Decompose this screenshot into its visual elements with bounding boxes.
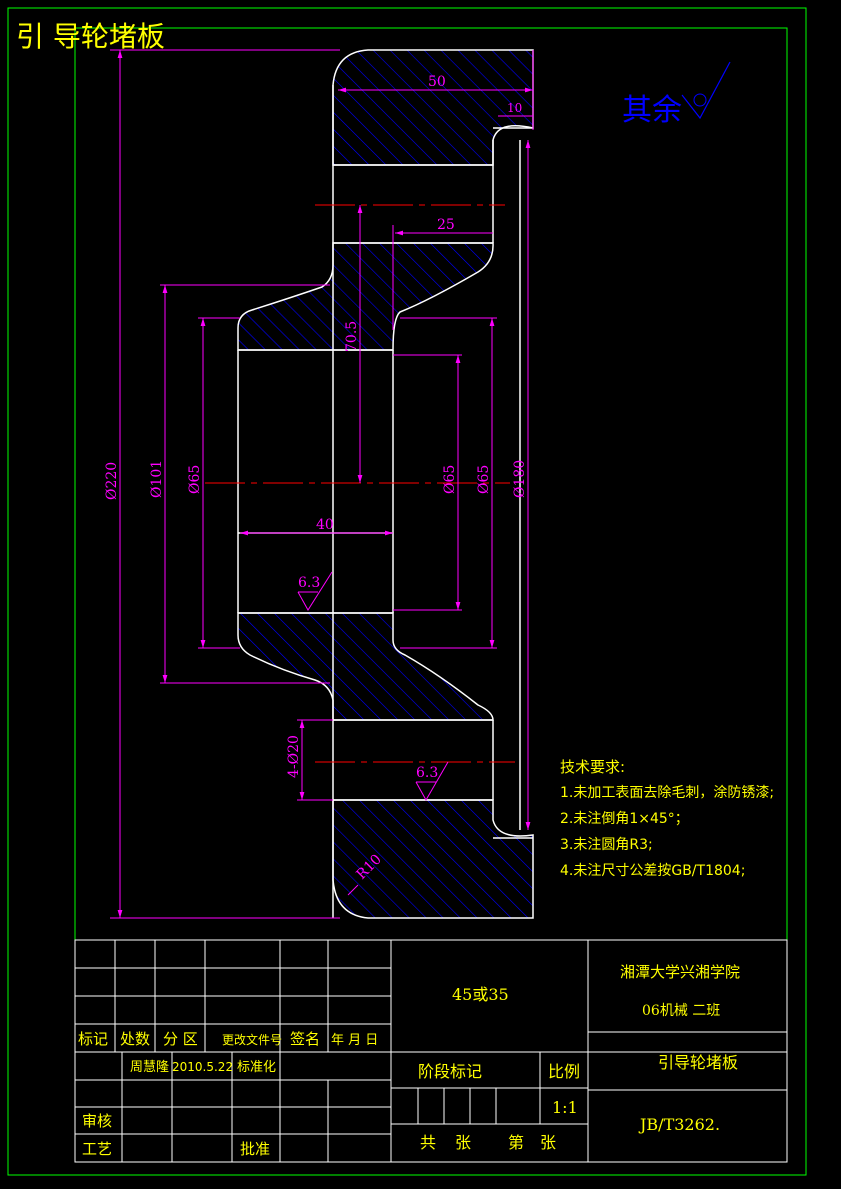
material: 45或35: [452, 985, 509, 1004]
label-biaoji: 标记: [78, 1030, 108, 1048]
tech-requirements: 技术要求: 1.未加工表面去除毛刺，涂防锈漆; 2.未注倒角1×45°； 3.未…: [560, 758, 774, 879]
dimension-lines: [110, 49, 534, 919]
label-bili: 比例: [548, 1062, 580, 1081]
label-zhang1: 张: [455, 1133, 471, 1152]
tech-item-3: 3.未注圆角R3;: [560, 837, 653, 853]
label-gong: 共: [420, 1133, 436, 1152]
dim-dia65-left: Ø65: [187, 465, 203, 494]
label-genggai: 更改文件号: [222, 1032, 282, 1047]
title-block-labels: 标记 处数 分 区 更改文件号 签名 年 月 日 周慧隆 2010.5.22 标…: [78, 963, 740, 1158]
part-outline: [237, 85, 533, 918]
label-di: 第: [508, 1133, 524, 1152]
section-hatching: [237, 49, 534, 919]
tech-item-4: 4.未注尺寸公差按GB/T1804;: [560, 863, 745, 879]
label-zhang2: 张: [540, 1133, 556, 1152]
label-biaozhunhua: 标准化: [237, 1060, 276, 1075]
tech-item-2: 2.未注倒角1×45°；: [560, 811, 689, 827]
part-name: 引导轮堵板: [658, 1053, 738, 1072]
label-gongyi: 工艺: [82, 1140, 112, 1158]
label-qianming: 签名: [290, 1030, 320, 1048]
dimension-texts: 50 10 25 70.5 40 Ø220 Ø101 Ø65 Ø65 Ø65 Ø…: [104, 74, 528, 883]
dim-dia220: Ø220: [104, 462, 120, 500]
dim-40: 40: [316, 517, 334, 533]
standard-number: JB/T3262.: [638, 1115, 720, 1134]
class-name: 06机械 二班: [642, 1003, 720, 1019]
dim-50: 50: [428, 74, 446, 90]
dim-dia65-right2: Ø65: [476, 465, 492, 494]
dim-dia101: Ø101: [149, 460, 165, 498]
label-pizhun: 批准: [240, 1140, 270, 1158]
roughness-symbol-2: 6.3: [415, 761, 449, 802]
inner-border: [74, 27, 788, 1163]
school-name: 湘潭大学兴湘学院: [620, 963, 740, 981]
label-jieduan: 阶段标记: [418, 1062, 482, 1081]
designer-name: 周慧隆: [130, 1059, 169, 1075]
label-fenqu: 分 区: [163, 1030, 198, 1048]
scale-value: 1:1: [552, 1098, 578, 1117]
label-date: 年 月 日: [331, 1033, 378, 1048]
label-chushu: 处数: [120, 1030, 150, 1048]
dim-10: 10: [507, 101, 522, 115]
dim-dia180: Ø180: [512, 460, 528, 498]
svg-text:6.3: 6.3: [298, 575, 320, 591]
tech-heading: 技术要求:: [560, 758, 625, 776]
drawing-title: 引 导轮堵板: [16, 20, 165, 53]
roughness-note-circle: [693, 93, 707, 107]
title-block-values: 45或35 06机械 二班 1:1 JB/T3262.: [452, 985, 720, 1134]
outer-border: [7, 7, 807, 1176]
dim-70-5: 70.5: [344, 321, 360, 352]
dim-25: 25: [437, 217, 455, 233]
tech-item-1: 1.未加工表面去除毛刺，涂防锈漆;: [560, 785, 774, 801]
roughness-note: 其余: [622, 93, 682, 128]
title-block: [74, 939, 788, 1163]
dim-dia65-right1: Ø65: [442, 465, 458, 494]
design-date: 2010.5.22: [172, 1060, 233, 1074]
dim-holes: 4-Ø20: [286, 735, 302, 778]
roughness-symbol-1: 6.3: [297, 571, 333, 611]
label-shenhe: 审核: [82, 1112, 112, 1130]
roughness-note-symbol: [681, 61, 731, 120]
svg-text:6.3: 6.3: [416, 765, 438, 781]
